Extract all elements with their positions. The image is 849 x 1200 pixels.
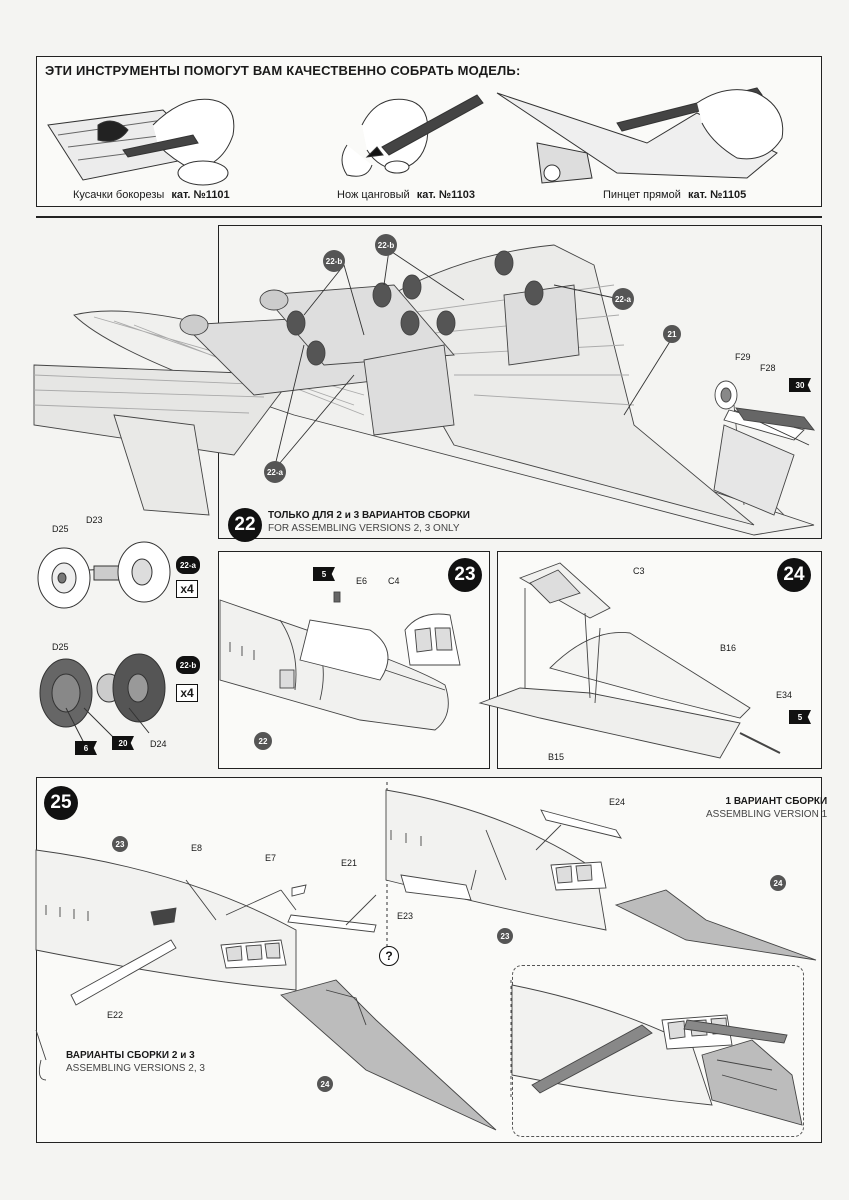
paint-6-marker: 6 [75, 741, 97, 755]
subassembly-22a-tag: 22-a [176, 556, 200, 574]
part-23-callout: 23 [497, 928, 513, 944]
part-e24-label: E24 [609, 797, 626, 807]
paint-5-marker: 5 [313, 567, 335, 581]
step-25-number: 25 [44, 786, 78, 820]
part-d25-label: D25 [52, 642, 69, 652]
tools-panel: ЭТИ ИНСТРУМЕНТЫ ПОМОГУТ ВАМ КАЧЕСТВЕННО … [36, 56, 822, 207]
part-b16-label: B16 [720, 643, 737, 653]
part-e21-label: E21 [341, 858, 358, 868]
wheel-22a-drawing [37, 541, 171, 609]
qty-22a-box: x4 [176, 580, 198, 598]
part-e34-label: E34 [776, 690, 793, 700]
versions-2-3-note: ВАРИАНТЫ СБОРКИ 2 и 3 ASSEMBLING VERSION… [66, 1050, 205, 1074]
part-f29-label: F29 [735, 352, 751, 362]
paint-30-marker: 30 [789, 378, 811, 392]
part-23-callout: 23 [112, 836, 128, 852]
step-25-left-drawing [35, 849, 497, 1131]
part-22-callout: 22 [254, 732, 272, 750]
part-e8-label: E8 [191, 843, 203, 853]
part-22a-callout: 22-a [612, 288, 634, 310]
part-e7-label: E7 [265, 853, 277, 863]
part-b15-label: B15 [548, 752, 565, 762]
subassembly-22b-tag: 22-b [176, 656, 200, 674]
step-22-number: 22 [228, 508, 262, 542]
part-22a-callout: 22-a [264, 461, 286, 483]
part-c3-label: C3 [633, 566, 645, 576]
part-24-callout: 24 [317, 1076, 333, 1092]
step-23-cockpit-drawing [219, 591, 461, 731]
step-23-number: 23 [448, 558, 482, 592]
paint-5-marker: 5 [789, 710, 811, 724]
part-d24-label: D24 [150, 739, 167, 749]
knife-illustration [341, 94, 484, 177]
step-24-nose-drawing [478, 562, 781, 759]
separator-line [36, 216, 822, 218]
part-c4-label: C4 [388, 576, 400, 586]
paint-20-marker: 20 [112, 736, 134, 750]
part-24-callout: 24 [770, 875, 786, 891]
step-24-number: 24 [777, 558, 811, 592]
tool-1-caption: Кусачки бокорезы кат. №1101 [73, 189, 230, 201]
part-22b-callout: 22-b [323, 250, 345, 272]
step-25-right-drawing [385, 789, 817, 1100]
part-22b-callout: 22-b [375, 234, 397, 256]
help-icon: ? [379, 946, 399, 966]
part-21-callout: 21 [663, 325, 681, 343]
part-e23-label: E23 [397, 911, 414, 921]
cutters-illustration [47, 98, 235, 186]
tools-title: ЭТИ ИНСТРУМЕНТЫ ПОМОГУТ ВАМ КАЧЕСТВЕННО … [45, 63, 521, 78]
wheel-22b-drawing [39, 653, 166, 744]
qty-22b-box: x4 [176, 684, 198, 702]
step-22-note: ТОЛЬКО ДЛЯ 2 и 3 ВАРИАНТОВ СБОРКИ FOR AS… [268, 510, 470, 534]
aircraft-wing-underside [33, 244, 816, 536]
tweezers-illustration [496, 87, 784, 184]
detail-inset-drawing [511, 984, 803, 1126]
part-d23-label: D23 [86, 515, 103, 525]
part-d25-label: D25 [52, 524, 69, 534]
version-1-note: 1 ВАРИАНТ СБОРКИ ASSEMBLING VERSION 1 [706, 796, 828, 820]
part-f28-label: F28 [760, 363, 776, 373]
tool-3-caption: Пинцет прямой кат. №1105 [603, 189, 747, 201]
part-e22-label: E22 [107, 1010, 124, 1020]
tool-2-caption: Нож цанговый кат. №1103 [337, 189, 475, 201]
part-e6-label: E6 [356, 576, 368, 586]
